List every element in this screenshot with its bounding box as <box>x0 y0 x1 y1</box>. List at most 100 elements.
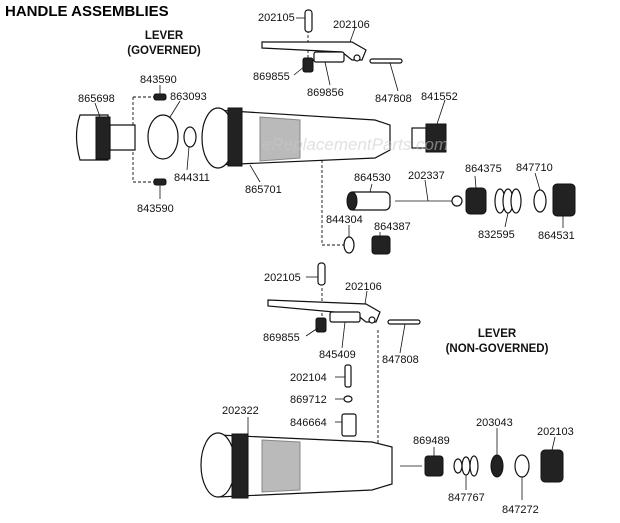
label-847808-bottom: 847808 <box>382 354 419 366</box>
leader-865701 <box>249 164 261 183</box>
label-844311: 844311 <box>174 172 210 184</box>
leader-865698 <box>94 102 101 118</box>
screw-843590-upper <box>153 93 167 101</box>
handle-202322-front <box>200 432 236 498</box>
label-869856: 869856 <box>307 87 344 99</box>
leader-847808a <box>389 62 399 92</box>
pin-847808-top <box>369 58 403 64</box>
non-governed-heading-line1: LEVER <box>478 328 517 340</box>
gasket-863093 <box>147 114 179 160</box>
leader-202337 <box>424 179 429 202</box>
label-847710: 847710 <box>516 162 553 174</box>
screw-869855-bottom <box>315 317 327 333</box>
pin-202104 <box>344 364 352 388</box>
valve-864530-end <box>346 191 358 211</box>
leader-845409 <box>341 321 346 349</box>
label-202337: 202337 <box>408 170 445 182</box>
leader-864375 <box>474 175 477 189</box>
leader-202103 <box>551 436 556 451</box>
pin-202105-top <box>304 9 313 33</box>
label-841552: 841552 <box>421 91 458 103</box>
leader-lines <box>94 17 564 500</box>
non-governed-heading-line2: (NON-GOVERNED) <box>446 343 549 355</box>
label-864387: 864387 <box>374 221 411 233</box>
stem-202337-ball <box>451 195 463 207</box>
o-ring-844311 <box>183 126 197 148</box>
label-843590-upper: 843590 <box>140 74 177 86</box>
lever-pivot-top <box>353 54 361 62</box>
leader-869856 <box>324 61 331 86</box>
leader-847710 <box>534 172 541 191</box>
o-ring-869712 <box>343 395 353 403</box>
label-202105-bottom: 202105 <box>264 272 301 284</box>
label-869855-top: 869855 <box>253 71 290 83</box>
o-ring-844304 <box>343 236 355 254</box>
label-864531: 864531 <box>538 230 575 242</box>
handle-grip-band <box>227 107 243 167</box>
plug-202103 <box>540 449 564 483</box>
label-864375: 864375 <box>465 163 502 175</box>
leader-202106b <box>364 290 368 305</box>
leader-844311 <box>186 146 190 171</box>
label-844304: 844304 <box>326 214 363 226</box>
o-ring-847272 <box>514 454 530 478</box>
label-832595: 832595 <box>478 229 515 241</box>
label-202104: 202104 <box>290 372 327 384</box>
label-203043: 203043 <box>476 417 513 429</box>
spring-847767-b <box>461 456 471 476</box>
spring-847767-a <box>453 458 463 474</box>
label-869712: 869712 <box>290 394 327 406</box>
plug-864531 <box>552 183 576 217</box>
handle-202322-shading <box>261 439 301 493</box>
lever-bracket-bottom <box>329 311 361 323</box>
label-202106-top: 202106 <box>333 19 370 31</box>
guide-line-top-right <box>321 160 345 246</box>
fitting-869489 <box>424 455 444 477</box>
leader-863093 <box>169 100 181 118</box>
leader-869855a <box>293 65 306 76</box>
seal-203043 <box>490 454 504 478</box>
spring-832595-c <box>510 188 522 214</box>
label-843590-lower: 843590 <box>137 203 174 215</box>
o-ring-847710 <box>533 189 547 213</box>
diagram-title: HANDLE ASSEMBLIES <box>5 3 169 20</box>
label-202322: 202322 <box>222 405 259 417</box>
label-845409: 845409 <box>319 349 356 361</box>
label-847272: 847272 <box>502 504 539 516</box>
label-847767: 847767 <box>448 492 485 504</box>
leader-864530 <box>369 183 373 193</box>
handle-202322-band <box>231 433 249 499</box>
label-869489: 869489 <box>413 435 450 447</box>
leader-841552 <box>436 99 446 125</box>
governed-heading-line1: LEVER <box>145 30 184 42</box>
spring-847767-c <box>469 455 479 477</box>
valve-seat-864375 <box>465 187 487 215</box>
screw-843590-lower <box>153 178 167 186</box>
handle-shading <box>259 116 301 162</box>
label-847808-top: 847808 <box>375 93 412 105</box>
fitting-841552 <box>425 123 447 153</box>
cap-864387 <box>371 235 391 255</box>
label-202103: 202103 <box>537 426 574 438</box>
leader-847808b <box>399 323 406 354</box>
label-863093: 863093 <box>170 91 207 103</box>
governed-heading-line2: (GOVERNED) <box>127 45 201 57</box>
label-869855-bottom: 869855 <box>263 332 300 344</box>
screw-869855-top <box>302 57 314 73</box>
label-202106-bottom: 202106 <box>345 281 382 293</box>
leader-832595 <box>504 212 509 228</box>
label-865701: 865701 <box>245 184 282 196</box>
lever-bracket-top <box>313 51 345 63</box>
end-cap-stem <box>109 124 136 151</box>
label-202105-top: 202105 <box>258 12 295 24</box>
valve-846664 <box>341 413 357 437</box>
end-cap-ridge <box>95 116 111 160</box>
watermark: eReplacementParts.com <box>262 135 448 154</box>
label-846664: 846664 <box>290 417 327 429</box>
lever-pivot-bottom <box>368 316 376 324</box>
label-864530: 864530 <box>354 172 391 184</box>
pin-202105-bottom <box>317 262 326 286</box>
leader-202106a <box>349 27 356 43</box>
leader-869855b <box>305 327 319 337</box>
